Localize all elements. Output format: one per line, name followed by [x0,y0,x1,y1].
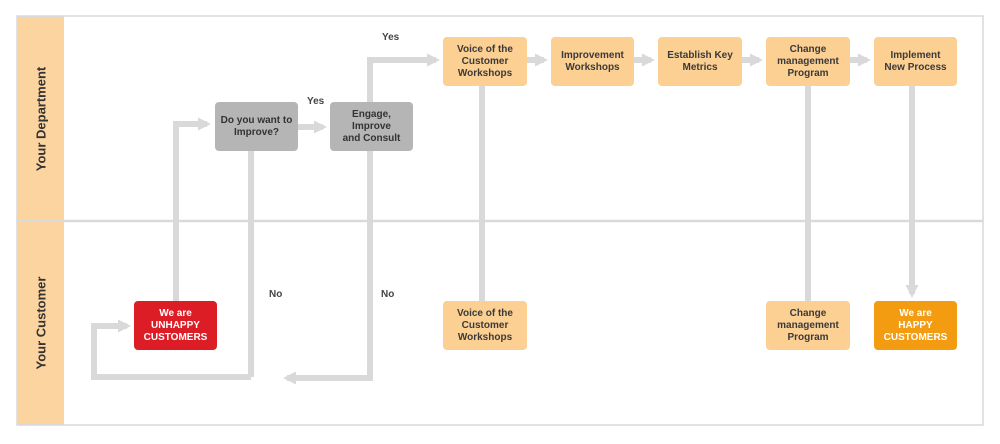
node-metrics: Establish Key Metrics [658,37,742,86]
node-unhappy: We are UNHAPPY CUSTOMERS [134,301,217,350]
node-change-bottom-label: Change management Program [777,307,839,343]
node-voc-top: Voice of the Customer Workshops [443,37,527,86]
node-implement-label: Implement New Process [884,49,947,73]
edge-label-no-right: No [381,289,395,300]
node-happy-label: We are HAPPY CUSTOMERS [883,307,948,343]
node-voc-top-label: Voice of the Customer Workshops [457,43,513,79]
node-unhappy-label: We are UNHAPPY CUSTOMERS [143,307,208,343]
lane-title-customer: Your Customer [33,276,48,370]
node-change-top: Change management Program [766,37,850,86]
edge-label-no-left: No [269,289,283,300]
connector-engage-to-voc [367,53,440,102]
connector-unhappy-to-decide [173,117,211,301]
node-improvement-label: Improvement Workshops [561,49,624,73]
node-change-top-label: Change management Program [777,43,839,79]
node-happy: We are HAPPY CUSTOMERS [874,301,957,350]
lane-title-department: Your Department [33,66,48,171]
node-voc-bottom-label: Voice of the Customer Workshops [457,307,513,343]
edge-label-yes-top: Yes [382,32,400,43]
node-engage: Engage, Improve and Consult [330,102,413,151]
node-decide: Do you want to Improve? [215,102,298,151]
lane-header-customer: Your Customer [17,221,64,425]
node-change-bottom: Change management Program [766,301,850,350]
node-engage-label: Engage, Improve and Consult [342,108,401,144]
node-decide-label: Do you want to Improve? [220,114,293,138]
node-metrics-label: Establish Key Metrics [667,49,733,73]
connector-return-loop [91,319,251,380]
edge-label-yes-mid: Yes [307,96,325,107]
node-implement: Implement New Process [874,37,957,86]
node-voc-bottom: Voice of the Customer Workshops [443,301,527,350]
connector-engage-no [283,151,373,385]
lane-header-department: Your Department [17,16,64,221]
node-improvement: Improvement Workshops [551,37,634,86]
